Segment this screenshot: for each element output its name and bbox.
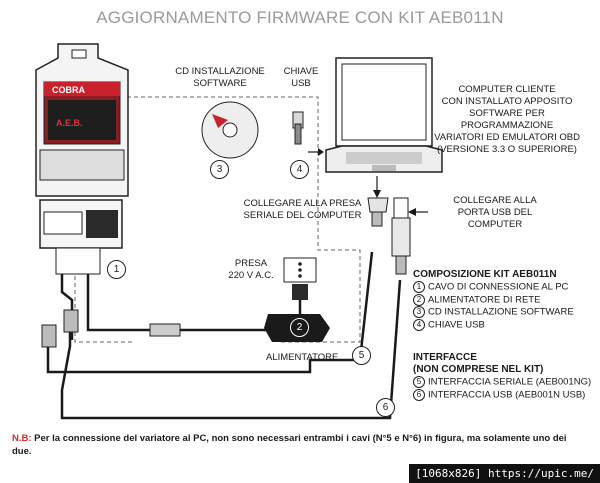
psu-plug (292, 284, 308, 300)
connector-left-b (63, 309, 79, 333)
diagram-title: AGGIORNAMENTO FIRMWARE CON KIT AEB011N (96, 8, 504, 27)
laptop (325, 57, 443, 173)
callout-4: 4 (290, 160, 309, 179)
interfaces-heading-2: (NON COMPRESE NEL KIT) (413, 364, 544, 375)
usb-connector (391, 197, 411, 275)
footnote-prefix: N.B: (12, 433, 32, 444)
cd-disc (201, 101, 259, 159)
dc-plug (149, 323, 181, 337)
cable-6 (60, 279, 402, 420)
serial-connector (367, 197, 389, 227)
connector-left-a (41, 324, 57, 348)
footnote-text: Per la connessione del variatore al PC, … (12, 433, 567, 457)
callout-1: 1 (107, 260, 126, 279)
callout-6: 6 (376, 398, 395, 417)
watermark-badge: [1068x826] https://upic.me/ (409, 464, 600, 483)
cable-5 (46, 251, 374, 374)
callout-5: 5 (352, 346, 371, 365)
callout-3: 3 (210, 160, 229, 179)
psu-label: ALIMENTATORE (266, 352, 339, 363)
device-brand-text: COBRA (52, 85, 85, 95)
interfaces-heading-1: INTERFACCE (413, 352, 477, 363)
callout-2: 2 (290, 318, 309, 337)
footnote: N.B: Per la connessione del variatore al… (12, 432, 587, 458)
dashed-kit-outline (74, 96, 361, 343)
usb-key (292, 111, 304, 145)
cobra-device: COBRA A.E.B. (35, 43, 129, 275)
device-logo-text: A.E.B. (56, 118, 83, 128)
cable-1-b (86, 274, 150, 332)
kit-heading: COMPOSIZIONE KIT AEB011N (413, 269, 557, 280)
